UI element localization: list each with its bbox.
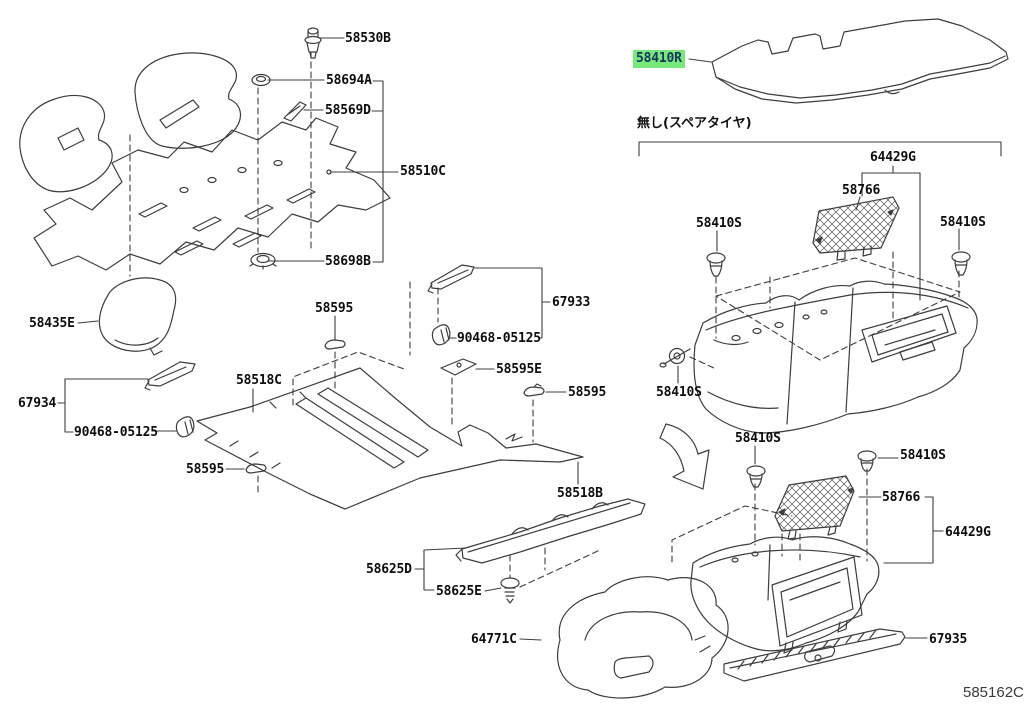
rear-sill-67935-drawing xyxy=(723,628,906,682)
part-label-64771c-18[interactable]: 64771C xyxy=(471,632,517,647)
part-label-67933-7[interactable]: 67933 xyxy=(552,295,591,310)
part-label-58518c-11[interactable]: 58518C xyxy=(236,373,282,388)
lower-floor-pan-drawing xyxy=(690,536,880,654)
part-label-58518b-15[interactable]: 58518B xyxy=(557,486,603,501)
plate-clip-icon xyxy=(324,339,346,350)
trim-strip-icon xyxy=(144,361,196,391)
plate-clip-icon xyxy=(440,358,477,376)
part-label-58595-10[interactable]: 58595 xyxy=(568,385,607,400)
spare-tire-cover-drawing xyxy=(557,576,729,699)
plate-clip-icon xyxy=(245,463,267,474)
wire-clip-icon xyxy=(175,416,195,438)
part-label-58766-21[interactable]: 58766 xyxy=(842,183,881,198)
part-label-58595-14[interactable]: 58595 xyxy=(186,462,225,477)
part-label-58595-6[interactable]: 58595 xyxy=(315,301,354,316)
socket-pin-icon xyxy=(659,347,691,368)
crosshatched-panel-icon xyxy=(774,475,855,540)
part-label-58530b-0[interactable]: 58530B xyxy=(345,31,391,46)
part-label-64429g-20[interactable]: 64429G xyxy=(870,150,916,165)
pushpin-clip-icon xyxy=(706,252,726,277)
variant-note: 無し(スペアタイヤ) xyxy=(637,116,752,131)
part-label-58410s-25[interactable]: 58410S xyxy=(735,431,781,446)
grommet-icon xyxy=(249,252,277,270)
part-label-90468-05125-13[interactable]: 90468-05125 xyxy=(74,425,158,440)
part-label-58595e-9[interactable]: 58595E xyxy=(496,362,542,377)
crosshatched-panel-icon xyxy=(812,196,900,261)
trim-strip-icon xyxy=(283,101,307,122)
part-label-67934-12[interactable]: 67934 xyxy=(18,396,57,411)
part-label-58569d-2[interactable]: 58569D xyxy=(325,103,371,118)
grommet-icon xyxy=(251,73,271,87)
pushpin-clip-icon xyxy=(500,577,520,604)
direction-arrow-icon xyxy=(659,423,710,490)
bracket-lines xyxy=(57,80,1002,591)
part-label-58410s-24[interactable]: 58410S xyxy=(656,385,702,400)
wire-clip-icon xyxy=(431,324,451,346)
part-label-58625d-16[interactable]: 58625D xyxy=(366,562,412,577)
leader-lines xyxy=(77,37,960,641)
part-label-58698b-4[interactable]: 58698B xyxy=(325,254,371,269)
plate-clip-icon xyxy=(523,383,545,397)
diagram-code: 585162C xyxy=(963,684,1024,701)
part-label-58410s-22[interactable]: 58410S xyxy=(696,216,742,231)
part-label-58766-27[interactable]: 58766 xyxy=(882,490,921,505)
upper-floor-pan-drawing xyxy=(693,280,978,434)
trim-strip-icon xyxy=(427,264,475,294)
part-label-58410r-19[interactable]: 58410R xyxy=(633,50,685,68)
part-label-58410s-26[interactable]: 58410S xyxy=(900,448,946,463)
part-label-67935-29[interactable]: 67935 xyxy=(929,632,968,647)
part-label-58435e-5[interactable]: 58435E xyxy=(29,316,75,331)
rear-sill-drawing xyxy=(455,498,646,564)
seatback-mat-drawing xyxy=(98,277,177,356)
part-label-58410s-23[interactable]: 58410S xyxy=(940,215,986,230)
part-label-90468-05125-8[interactable]: 90468-05125 xyxy=(457,331,541,346)
pushpin-clip-icon xyxy=(746,465,766,488)
screw-clip-icon xyxy=(304,27,322,59)
dashed-lines xyxy=(129,51,961,588)
pushpin-clip-icon xyxy=(857,450,877,472)
part-label-58625e-17[interactable]: 58625E xyxy=(436,584,482,599)
part-label-58510c-3[interactable]: 58510C xyxy=(400,164,446,179)
part-label-64429g-28[interactable]: 64429G xyxy=(945,525,991,540)
luggage-mat-drawing xyxy=(196,367,584,510)
pushpin-clip-icon xyxy=(951,251,971,276)
rear-mat-58410r-drawing xyxy=(711,18,1009,104)
part-label-58694a-1[interactable]: 58694A xyxy=(326,73,372,88)
front-carpet-drawing xyxy=(19,52,391,271)
